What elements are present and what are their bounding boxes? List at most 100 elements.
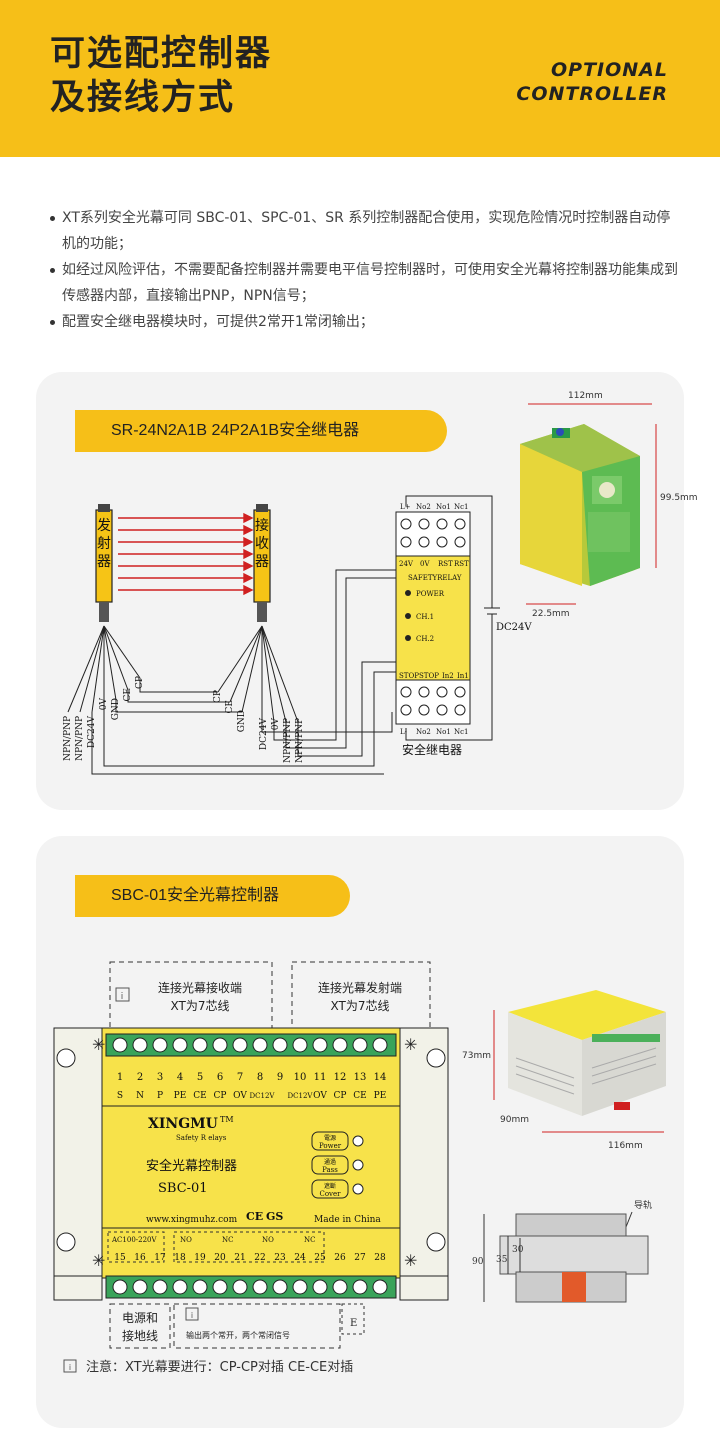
relay-bottom-input: STOP xyxy=(399,672,419,680)
safety-relay-module: L+ No2 No1 Nc1 24V 0V RST RST SAFETYRELA… xyxy=(395,503,471,757)
led-en: Power xyxy=(319,1142,342,1150)
english-title-line-2: CONTROLLER xyxy=(516,83,668,105)
no-nc-label: NC xyxy=(222,1236,233,1244)
emitter-label: 发射器 xyxy=(97,518,111,570)
terminal-label: N xyxy=(136,1091,144,1101)
feature-item: XT系列安全光幕可同 SBC-01、SPC-01、SR 系列控制器配合使用，实现… xyxy=(50,205,680,257)
feature-item: 配置安全继电器模块时，可提供2常开1常闭输出； xyxy=(50,309,680,335)
relay-bottom-input: In1 xyxy=(457,672,469,680)
receiver-label: 接收器 xyxy=(255,517,269,570)
info-icon-glyph: i xyxy=(69,1363,71,1372)
relay-led-label: CH.2 xyxy=(416,635,434,643)
info-icon xyxy=(185,1307,199,1321)
terminal-label: PE xyxy=(374,1091,387,1101)
gs-mark: GS xyxy=(266,1210,283,1223)
emitter-wire-label: GND xyxy=(111,698,121,720)
info-icon xyxy=(63,1359,77,1373)
dim-height: 73mm xyxy=(462,1051,491,1061)
no-nc-label: NO xyxy=(180,1236,192,1244)
terminal-label: S xyxy=(117,1091,123,1101)
emitter-wire-label: 0V xyxy=(99,698,109,711)
star-screw-icon: ✳ xyxy=(404,1035,417,1054)
emitter-box-line2: XT为7芯线 xyxy=(331,999,390,1013)
relay-led-label: CH.1 xyxy=(416,613,434,621)
sbc-controller-body: ✳ ✳ ✳ ✳ xyxy=(53,1027,449,1279)
rail-dim: 35 xyxy=(496,1255,508,1265)
terminal-number: 27 xyxy=(354,1253,366,1263)
sr-wiring-diagram: 发射器 接收器 xyxy=(63,391,698,775)
terminal-number: 25 xyxy=(314,1253,326,1263)
rail-dim: 90 xyxy=(472,1257,484,1267)
no-nc-labels: NO NC NO NC xyxy=(180,1236,315,1244)
receiver-box-line1: 连接光幕接收端 xyxy=(158,980,242,995)
bottom-screws xyxy=(112,1279,388,1295)
dc-supply xyxy=(405,495,500,741)
info-icon xyxy=(115,987,130,1002)
star-screw-icon: ✳ xyxy=(92,1251,105,1270)
dim-width: 112mm xyxy=(568,391,603,401)
receiver-wire-label: CE xyxy=(225,700,235,713)
led-en: Pass xyxy=(322,1166,338,1174)
receiver-wire-label: 0V xyxy=(271,718,281,731)
power-box-line1: 电源和 xyxy=(122,1311,158,1325)
terminal-label: P xyxy=(157,1091,163,1101)
receiver-wire-label: NPN/PNP xyxy=(295,718,305,763)
relay-leds: POWER CH.1 CH.2 xyxy=(405,590,445,643)
ce-mark: CE xyxy=(246,1210,263,1223)
din-rail-diagram: 导轨 90 35 30 xyxy=(472,1199,652,1303)
dim-depth: 90mm xyxy=(500,1115,529,1125)
sr-relay-card: SR-24N2A1B 24P2A1B安全继电器 发射器 接收器 xyxy=(36,372,698,810)
receiver-wire-label: GND xyxy=(237,710,247,732)
supply-voltage-label: AC100-220V xyxy=(111,1236,157,1244)
ground-icon: E xyxy=(350,1318,357,1329)
emitter-wire-labels: NPN/PNP NPN/PNP DC24V 0V GND CE CP xyxy=(63,676,145,761)
sr-relay-tag: SR-24N2A1B 24P2A1B安全继电器 xyxy=(75,410,447,452)
english-title-line-1: OPTIONAL xyxy=(551,59,668,81)
no-nc-label: NO xyxy=(262,1236,274,1244)
power-ground-box xyxy=(109,1303,171,1349)
sbc-product-image: 73mm 90mm 116mm xyxy=(462,990,666,1151)
output-note: 输出两个常开，两个常闭信号 xyxy=(186,1330,290,1340)
top-terminal-numbers: 1 2 3 4 5 6 7 8 9 10 11 12 13 14 xyxy=(117,1072,387,1083)
terminal-number: 23 xyxy=(274,1253,286,1263)
terminal-number: 5 xyxy=(197,1072,203,1083)
brand-tm: TM xyxy=(220,1115,234,1124)
terminal-number: 19 xyxy=(194,1253,206,1263)
relay-bottom-terminal: No1 xyxy=(436,728,451,736)
led-cn: 通過 xyxy=(324,1158,336,1166)
terminal-label: DC12V xyxy=(288,1092,314,1100)
terminal-label: CP xyxy=(214,1091,227,1101)
receiver-wire-labels: CP CE GND DC24V 0V NPN/PNP NPN/PNP xyxy=(213,690,305,763)
supply-label: DC24V xyxy=(496,622,532,633)
page-title: 可选配控制器 及接线方式 xyxy=(50,32,272,120)
terminal-number: 15 xyxy=(114,1253,126,1263)
sbc-controller-tag: SBC-01安全光幕控制器 xyxy=(75,875,350,917)
terminal-number: 18 xyxy=(174,1253,186,1263)
terminal-number: 9 xyxy=(277,1072,283,1083)
terminal-label: CE xyxy=(353,1091,366,1101)
terminal-label: DC12V xyxy=(250,1092,276,1100)
terminal-number: 14 xyxy=(374,1072,387,1083)
emitter-wire-label: NPN/PNP xyxy=(63,716,73,761)
led-en: Cover xyxy=(319,1190,341,1198)
terminal-number: 26 xyxy=(334,1253,346,1263)
emitter-wires xyxy=(67,625,242,713)
receiver-bar: 接收器 xyxy=(253,504,271,622)
relay-input-label: 24V xyxy=(399,560,414,568)
title-line-2: 及接线方式 xyxy=(50,78,236,118)
output-note-box xyxy=(173,1303,341,1349)
light-beams xyxy=(118,512,254,596)
terminal-number: 3 xyxy=(157,1072,163,1083)
receiver-wire-label: DC24V xyxy=(259,718,269,751)
relay-top-terminal: Nc1 xyxy=(454,503,469,511)
terminal-number: 24 xyxy=(294,1253,306,1263)
terminal-number: 28 xyxy=(374,1253,386,1263)
relay-input-label: RST xyxy=(438,560,453,568)
relay-caption: 安全继电器 xyxy=(402,742,462,757)
terminal-label: OV xyxy=(313,1091,327,1101)
receiver-wire-label: CP xyxy=(213,690,223,703)
terminal-number: 12 xyxy=(334,1072,347,1083)
sbc-wiring-diagram: i 连接光幕接收端 XT为7芯线 连接光幕发射端 XT为7芯线 ✳ ✳ xyxy=(53,961,666,1375)
dim-height: 99.5mm xyxy=(660,493,698,503)
terminal-number: 13 xyxy=(354,1072,367,1083)
